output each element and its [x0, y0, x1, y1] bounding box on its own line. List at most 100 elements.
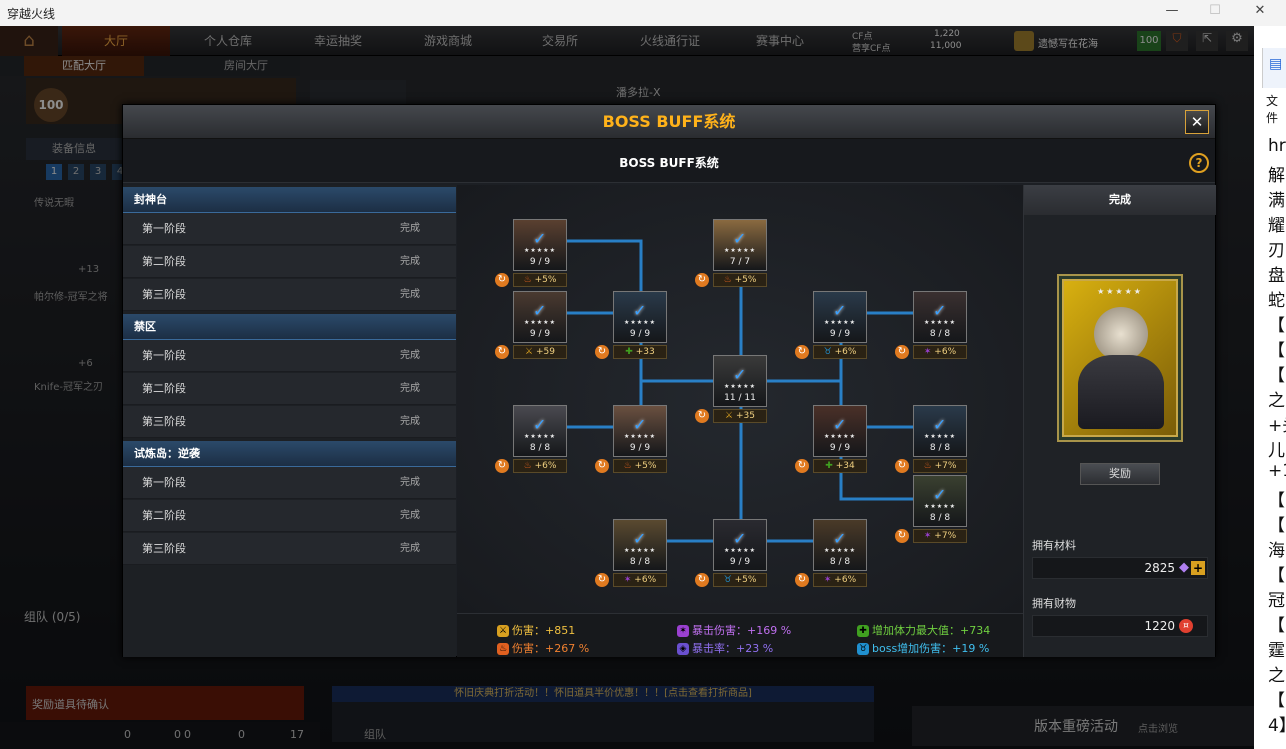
buff-node[interactable]: ✓★★★★★8 / 8↻✶ +7%: [895, 475, 967, 543]
buff-node[interactable]: ✓★★★★★8 / 8↻✶ +6%: [895, 291, 967, 359]
side-text-line: +头: [1268, 416, 1286, 436]
nav-tab-events[interactable]: 赛事中心: [755, 34, 804, 48]
reward-confirm[interactable]: 奖励道具待确认: [26, 686, 304, 720]
nav-tab-shop[interactable]: 游戏商城: [423, 34, 472, 48]
stage-item[interactable]: 第一阶段完成: [123, 467, 456, 499]
node-count: 11 / 11: [724, 393, 756, 403]
upgrade-icon[interactable]: ↻: [595, 345, 609, 359]
stage-group-header[interactable]: 封神台: [123, 187, 456, 213]
buff-node[interactable]: ✓★★★★★8 / 8↻♨ +7%: [895, 405, 967, 473]
upgrade-icon[interactable]: ↻: [495, 459, 509, 473]
stage-item[interactable]: 第一阶段完成: [123, 213, 456, 245]
node-count: 9 / 9: [729, 557, 751, 567]
version-event[interactable]: [912, 706, 1254, 746]
shield-icon[interactable]: ⛉: [1166, 31, 1188, 51]
stage-group-header[interactable]: 禁区: [123, 314, 456, 340]
node-portrait: [513, 219, 567, 271]
nav-tab-lottery[interactable]: 幸运抽奖: [313, 34, 362, 48]
buff-node[interactable]: ✓★★★★★9 / 9↻✚ +33: [595, 291, 667, 359]
side-text-line: 冠: [1268, 591, 1285, 611]
reward-card[interactable]: ★★★★★: [1062, 279, 1178, 437]
nav-tab-lobby[interactable]: 大厅: [62, 26, 170, 56]
node-bonus: ✶ +7%: [913, 529, 967, 543]
subtab-room[interactable]: 房间大厅: [224, 59, 268, 72]
materials-label: 拥有材料: [1032, 539, 1076, 552]
stage-item[interactable]: 第二阶段完成: [123, 373, 456, 405]
buff-node[interactable]: ✓★★★★★9 / 9↻♉ +5%: [695, 519, 767, 587]
boss-icon: ♉: [823, 347, 832, 357]
side-text-line: 之: [1268, 391, 1285, 411]
node-bonus: ♨ +7%: [913, 459, 967, 473]
exit-icon[interactable]: ⇱: [1196, 31, 1218, 51]
side-text-line: 4】: [1268, 716, 1286, 736]
equip-info-tab[interactable]: 装备信息: [26, 138, 122, 160]
gear-icon[interactable]: ⚙: [1226, 31, 1248, 51]
stage-item[interactable]: 第二阶段完成: [123, 500, 456, 532]
reward-button[interactable]: 奖励: [1080, 463, 1160, 485]
close-window-icon[interactable]: ✕: [1254, 3, 1266, 18]
nav-tab-warehouse[interactable]: 个人仓库: [203, 34, 252, 48]
node-portrait: [513, 405, 567, 457]
upgrade-icon[interactable]: ↻: [895, 459, 909, 473]
stage-item[interactable]: 第三阶段完成: [123, 533, 456, 565]
node-count: 8 / 8: [929, 513, 951, 523]
buff-node[interactable]: ✓★★★★★8 / 8↻♨ +6%: [495, 405, 567, 473]
nav-tab-pass[interactable]: 火线通行证: [639, 34, 700, 48]
check-icon: ✓: [733, 529, 747, 548]
upgrade-icon[interactable]: ↻: [695, 573, 709, 587]
node-bonus: ✶ +6%: [613, 573, 667, 587]
upgrade-icon[interactable]: ↻: [595, 459, 609, 473]
buff-node[interactable]: ✓★★★★★11 / 11↻⚔ +35: [695, 355, 767, 423]
side-text-line: 满: [1268, 191, 1285, 211]
upgrade-icon[interactable]: ↻: [895, 345, 909, 359]
check-icon: ✓: [733, 365, 747, 384]
upgrade-icon[interactable]: ↻: [895, 529, 909, 543]
upgrade-icon[interactable]: ↻: [695, 409, 709, 423]
stage-group-header[interactable]: 试炼岛：逆袭: [123, 441, 456, 467]
stage-item[interactable]: 第一阶段完成: [123, 340, 456, 372]
avatar[interactable]: [1014, 31, 1034, 51]
doc-icon[interactable]: ▤: [1262, 48, 1286, 88]
nav-tab-exchange[interactable]: 交易所: [541, 34, 578, 48]
marquee-banner[interactable]: 怀旧庆典打折活动！！怀旧道具半价优惠！！！[点击查看打折商品]: [332, 686, 874, 702]
upgrade-icon[interactable]: ↻: [495, 345, 509, 359]
upgrade-icon[interactable]: ↻: [695, 273, 709, 287]
close-icon[interactable]: ✕: [1185, 110, 1209, 134]
upgrade-icon[interactable]: ↻: [595, 573, 609, 587]
item-plus-13: +13: [78, 264, 100, 275]
stage-item[interactable]: 第三阶段完成: [123, 279, 456, 311]
card-label: 营享CF点: [852, 44, 891, 54]
bonus-damage-label: 伤害：+851: [512, 624, 576, 637]
stage-item[interactable]: 第二阶段完成: [123, 246, 456, 278]
subtab-match[interactable]: 匹配大厅: [24, 56, 144, 76]
main-nav: ⌂ 大厅 个人仓库 幸运抽奖 游戏商城 交易所 火线通行证 赛事中心 CF点 营…: [0, 26, 1254, 56]
stage-item[interactable]: 第三阶段完成: [123, 406, 456, 438]
buff-node[interactable]: ✓★★★★★9 / 9↻✚ +34: [795, 405, 867, 473]
side-text-line: +1: [1268, 461, 1286, 481]
file-menu[interactable]: 文件: [1266, 94, 1279, 125]
home-icon[interactable]: ⌂: [0, 26, 58, 56]
node-count: 9 / 9: [629, 443, 651, 453]
upgrade-icon[interactable]: ↻: [495, 273, 509, 287]
buff-node[interactable]: ✓★★★★★9 / 9↻♨ +5%: [595, 405, 667, 473]
upgrade-icon[interactable]: ↻: [795, 459, 809, 473]
buff-node[interactable]: ✓★★★★★8 / 8↻✶ +6%: [595, 519, 667, 587]
buff-node[interactable]: ✓★★★★★9 / 9↻♉ +6%: [795, 291, 867, 359]
card-value: 11,000: [930, 41, 962, 51]
buff-node[interactable]: ✓★★★★★7 / 7↻♨ +5%: [695, 219, 767, 287]
buff-node[interactable]: ✓★★★★★9 / 9↻♨ +5%: [495, 219, 567, 287]
buff-node[interactable]: ✓★★★★★8 / 8↻✶ +6%: [795, 519, 867, 587]
upgrade-icon[interactable]: ↻: [795, 573, 809, 587]
node-bonus-value: +35: [735, 411, 755, 421]
add-material-icon[interactable]: +: [1191, 561, 1205, 575]
help-icon[interactable]: ?: [1189, 153, 1209, 173]
check-icon: ✓: [933, 485, 947, 504]
fire-icon: ♨: [723, 275, 732, 285]
buff-node[interactable]: ✓★★★★★9 / 9↻⚔ +59: [495, 291, 567, 359]
side-text-line: 【: [1268, 341, 1285, 361]
cf-value: 1,220: [934, 29, 960, 39]
upgrade-icon[interactable]: ↻: [795, 345, 809, 359]
minimize-icon[interactable]: —: [1165, 3, 1179, 18]
maximize-icon[interactable]: ☐: [1209, 3, 1221, 18]
